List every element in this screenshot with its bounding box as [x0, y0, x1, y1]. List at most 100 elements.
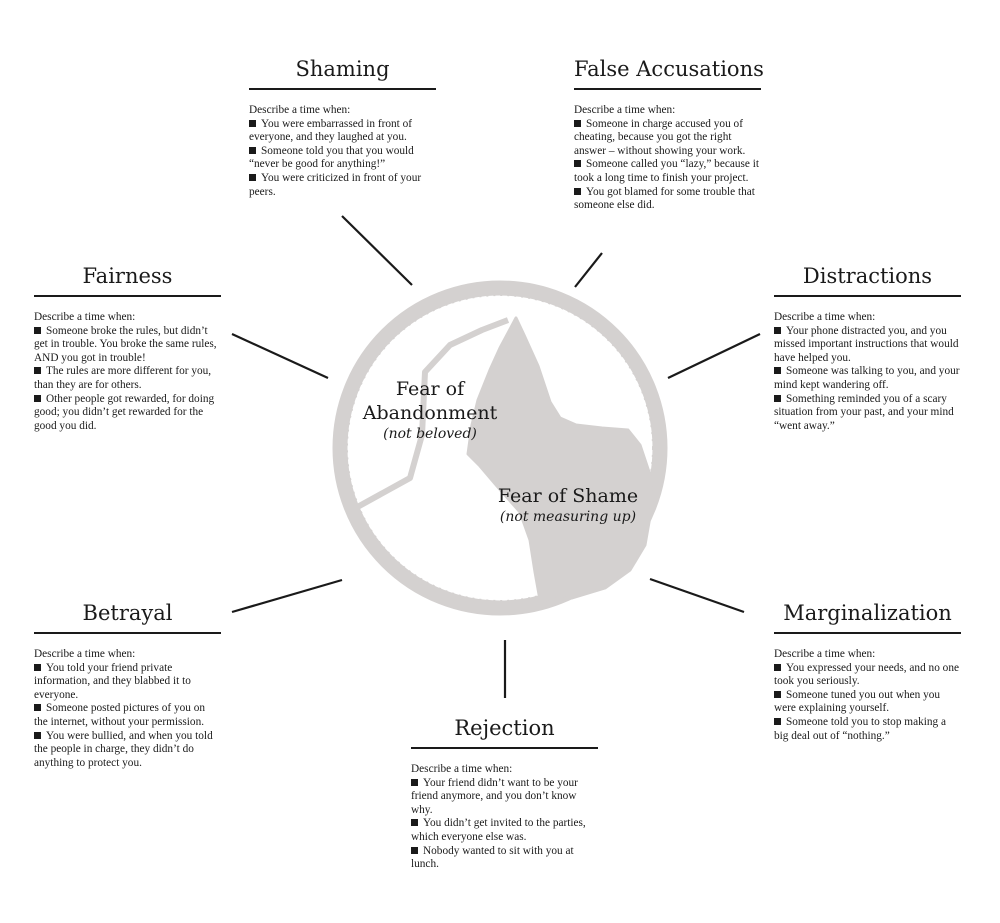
shame-label: Fear of Shame (not measuring up) — [478, 484, 658, 526]
square-bullet-icon — [774, 663, 781, 671]
square-bullet-icon — [249, 173, 256, 181]
list-item-text: Someone broke the rules, but didn’t get … — [34, 324, 217, 364]
abandonment-title-line2: Abandonment — [362, 402, 498, 424]
list-item-text: You were embarrassed in front of everyon… — [249, 117, 413, 144]
connector-fairness — [231, 333, 329, 379]
square-bullet-icon — [34, 326, 41, 334]
list-item-text: You got blamed for some trouble that som… — [574, 185, 755, 212]
connector-false-accusations — [574, 252, 603, 288]
list-item: Someone broke the rules, but didn’t get … — [34, 325, 221, 366]
list-item-text: Your phone distracted you, and you misse… — [774, 324, 959, 364]
shame-shape — [466, 316, 654, 602]
abandonment-label: Fear of Abandonment (not beloved) — [345, 377, 515, 443]
list-item-text: Something reminded you of a scary situat… — [774, 392, 954, 432]
list-item-text: You told your friend private information… — [34, 661, 191, 701]
square-bullet-icon — [34, 663, 41, 671]
square-bullet-icon — [411, 819, 418, 827]
connector-distractions — [667, 333, 761, 379]
list-item: You got blamed for some trouble that som… — [574, 186, 761, 213]
list-item: Other people got rewarded, for doing goo… — [34, 393, 221, 434]
square-bullet-icon — [34, 731, 41, 739]
list-item-text: Someone was talking to you, and your min… — [774, 365, 960, 391]
section-rejection: Rejection Describe a time when: Your fri… — [411, 713, 598, 872]
list-item-text: The rules are more different for you, th… — [34, 365, 212, 391]
list-item: The rules are more different for you, th… — [34, 365, 221, 392]
square-bullet-icon — [774, 394, 781, 402]
list-item: You were criticized in front of your pee… — [249, 172, 436, 199]
list-item: You were embarrassed in front of everyon… — [249, 118, 436, 145]
square-bullet-icon — [34, 704, 41, 712]
connector-betrayal — [231, 578, 343, 614]
list-item: You expressed your needs, and no one too… — [774, 662, 961, 689]
list-item-text: You were bullied, and when you told the … — [34, 729, 213, 769]
section-prompt: Describe a time when: — [411, 763, 513, 775]
section-false-accusations: False Accusations Describe a time when: … — [574, 54, 764, 213]
list-item: Someone was talking to you, and your min… — [774, 365, 961, 392]
abandonment-boundary-line — [350, 317, 510, 513]
shame-subtitle: (not measuring up) — [499, 509, 637, 525]
section-title: False Accusations — [574, 57, 764, 81]
list-item-text: Someone called you “lazy,” because it to… — [574, 158, 760, 184]
list-item: Someone told you to stop making a big de… — [774, 716, 961, 743]
section-prompt: Describe a time when: — [774, 648, 876, 660]
list-item: You didn’t get invited to the parties, w… — [411, 817, 598, 844]
list-item-text: Someone in charge accused you of cheatin… — [574, 117, 746, 157]
list-item-text: Nobody wanted to sit with you at lunch. — [411, 844, 574, 871]
square-bullet-icon — [574, 187, 581, 195]
list-item: Someone told you that you would “never b… — [249, 145, 436, 172]
connector-marginalization — [649, 577, 745, 614]
square-bullet-icon — [249, 146, 256, 154]
section-distractions: Distractions Describe a time when: Your … — [774, 261, 961, 433]
list-item: Your friend didn’t want to be your frien… — [411, 777, 598, 818]
list-item: Someone in charge accused you of cheatin… — [574, 118, 761, 159]
section-prompt: Describe a time when: — [774, 311, 876, 323]
section-title: Fairness — [82, 264, 173, 288]
list-item-text: Other people got rewarded, for doing goo… — [34, 392, 215, 432]
shame-title: Fear of Shame — [497, 485, 639, 507]
square-bullet-icon — [411, 846, 418, 854]
square-bullet-icon — [249, 119, 256, 127]
square-bullet-icon — [34, 367, 41, 375]
list-item-text: Someone told you that you would “never b… — [249, 144, 414, 171]
list-item-text: Your friend didn’t want to be your frien… — [411, 776, 578, 816]
section-title: Betrayal — [82, 601, 173, 625]
section-title: Rejection — [454, 716, 555, 740]
list-item: Your phone distracted you, and you misse… — [774, 325, 961, 366]
central-ring — [332, 280, 668, 616]
square-bullet-icon — [774, 717, 781, 725]
square-bullet-icon — [774, 690, 781, 698]
square-bullet-icon — [774, 367, 781, 375]
list-item-text: You expressed your needs, and no one too… — [774, 661, 959, 688]
section-prompt: Describe a time when: — [574, 104, 676, 116]
section-marginalization: Marginalization Describe a time when: Yo… — [774, 598, 961, 743]
divider — [411, 747, 598, 749]
section-prompt: Describe a time when: — [34, 311, 136, 323]
list-item-text: You were criticized in front of your pee… — [249, 171, 422, 198]
abandonment-title-line1: Fear of — [395, 378, 465, 400]
section-fairness: Fairness Describe a time when: Someone b… — [34, 261, 221, 433]
divider — [34, 632, 221, 634]
list-item: Nobody wanted to sit with you at lunch. — [411, 845, 598, 872]
divider — [34, 295, 221, 297]
list-item: Someone tuned you out when you were expl… — [774, 689, 961, 716]
divider — [249, 88, 436, 90]
square-bullet-icon — [34, 394, 41, 402]
list-item: You were bullied, and when you told the … — [34, 730, 221, 771]
square-bullet-icon — [774, 326, 781, 334]
list-item-text: You didn’t get invited to the parties, w… — [411, 817, 586, 843]
section-prompt: Describe a time when: — [34, 648, 136, 660]
list-item-text: Someone told you to stop making a big de… — [774, 715, 947, 742]
square-bullet-icon — [574, 160, 581, 168]
divider — [574, 88, 761, 90]
abandonment-subtitle: (not beloved) — [383, 426, 477, 442]
list-item: Someone posted pictures of you on the in… — [34, 702, 221, 729]
section-title: Marginalization — [783, 601, 952, 625]
section-betrayal: Betrayal Describe a time when: You told … — [34, 598, 221, 770]
list-item-text: Someone posted pictures of you on the in… — [34, 702, 206, 728]
section-prompt: Describe a time when: — [249, 104, 351, 116]
section-shaming: Shaming Describe a time when: You were e… — [249, 54, 436, 199]
divider — [774, 295, 961, 297]
section-title: Distractions — [802, 264, 933, 288]
list-item: Something reminded you of a scary situat… — [774, 393, 961, 434]
